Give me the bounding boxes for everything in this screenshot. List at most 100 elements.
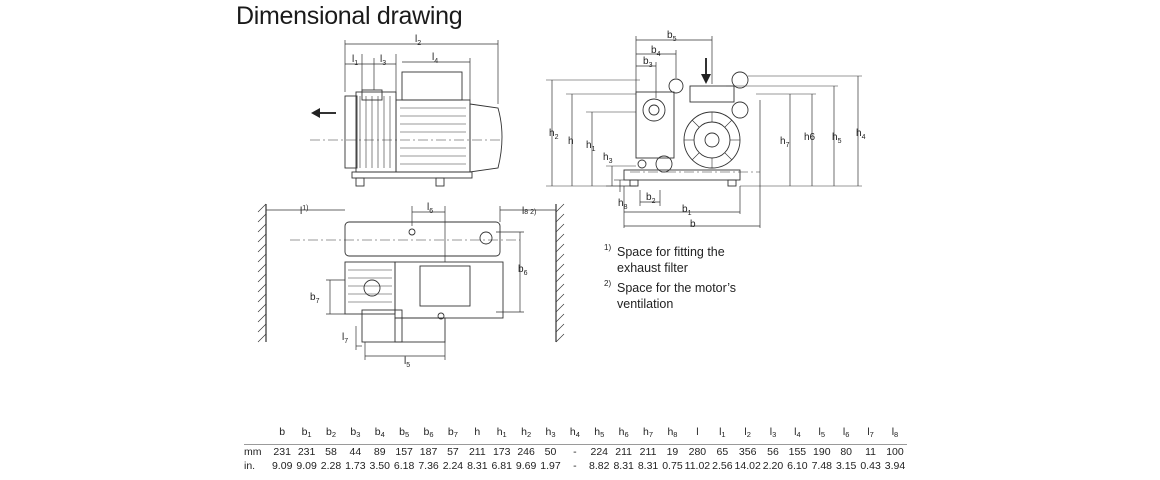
column-header: h3	[538, 420, 563, 445]
column-header: l6	[833, 420, 859, 445]
note-text: Space for the motor’s ventilation	[617, 281, 737, 311]
column-header: b2	[318, 420, 344, 445]
label-l2: l2	[415, 34, 421, 47]
column-header: h1	[489, 420, 514, 445]
column-header: l2	[734, 420, 761, 445]
table-cell: 211	[639, 446, 657, 458]
label-h8: h8	[618, 198, 628, 211]
page-title: Dimensional drawing	[236, 2, 463, 30]
note-text: Space for fitting the exhaust filter	[617, 245, 725, 275]
table-cell: -	[573, 446, 577, 458]
table-cell: 58	[325, 446, 337, 458]
table-cell: 11.02	[684, 460, 711, 472]
label-l7: l7	[342, 332, 348, 345]
table-cell: -	[573, 460, 577, 472]
label-l3: l3	[380, 54, 386, 67]
table-cell: 14.02	[734, 460, 761, 472]
label-b7: b7	[310, 292, 320, 305]
column-header: b1	[294, 420, 319, 445]
table-cell: 280	[688, 446, 707, 458]
column-header: l3	[760, 420, 786, 445]
table-cell: 155	[788, 446, 807, 458]
note-number: 1)	[604, 243, 612, 252]
column-header: l7	[858, 420, 883, 445]
label-b6: b6	[518, 264, 528, 277]
note-number: 2)	[604, 279, 612, 288]
table-cell: 11	[865, 446, 877, 458]
table-cell: 7.48	[811, 460, 832, 472]
top-view	[257, 203, 565, 360]
table-cell: 8.31	[467, 460, 488, 472]
table-cell: 231	[297, 446, 316, 458]
table-cell: 3.94	[884, 460, 906, 472]
table-cell: 9.09	[271, 460, 293, 472]
table-cell: 100	[886, 446, 904, 458]
table-cell: 8.31	[613, 460, 634, 472]
label-h: h	[568, 136, 574, 147]
label-b3: b3	[643, 56, 653, 69]
column-header: l4	[785, 420, 810, 445]
table-cell: 8.82	[589, 460, 610, 472]
column-header: b7	[440, 420, 466, 445]
note-exhaust-filter: 1) Space for fitting the exhaust filter	[604, 243, 767, 276]
table-cell: 0.43	[860, 460, 881, 472]
table-cell: 187	[419, 446, 438, 458]
dimension-labels: l2 l1 l3 l4 l1) l6 l8 2) b6 b7 l7 l5 b5 …	[300, 30, 866, 369]
column-header: h8	[660, 420, 685, 445]
table-cell: 9.09	[296, 460, 317, 472]
table-cell: 173	[492, 446, 511, 458]
table-cell: 0.75	[662, 460, 683, 472]
note-motor-ventilation: 2) Space for the motor’s ventilation	[604, 279, 767, 312]
column-header: h6	[611, 420, 636, 445]
label-l8: l8 2)	[522, 206, 536, 217]
label-h3: h3	[603, 152, 613, 165]
column-header: h2	[513, 420, 539, 445]
table-cell: 211	[615, 446, 633, 458]
table-cell: 6.10	[787, 460, 808, 472]
table-cell: 2.24	[442, 460, 464, 472]
table-cell: 50	[544, 446, 557, 458]
table-cell: 8.31	[637, 460, 659, 472]
label-b1: b1	[682, 204, 692, 217]
label-h4: h4	[856, 128, 866, 141]
label-h5: h5	[832, 132, 842, 145]
column-header: h4	[562, 420, 588, 445]
table-cell: 157	[395, 446, 413, 458]
table-cell: 3.15	[835, 460, 857, 472]
table-cell: 3.50	[369, 460, 390, 472]
column-header: b5	[391, 420, 417, 445]
table-cell: 65	[716, 446, 729, 458]
label-l-note1: l1)	[300, 205, 308, 217]
label-h7: h7	[780, 136, 790, 149]
table-cell: 6.81	[491, 460, 512, 472]
row-unit: in.	[244, 460, 256, 472]
column-header: b3	[343, 420, 368, 445]
label-h2: h2	[549, 128, 559, 141]
column-header: b4	[367, 420, 392, 445]
label-b5: b5	[667, 30, 677, 43]
table-cell: 1.73	[345, 460, 366, 472]
table-cell: 6.18	[393, 460, 415, 472]
label-l5: l5	[404, 356, 410, 369]
column-header: l5	[809, 420, 834, 445]
label-l1: l1	[352, 54, 358, 67]
front-view	[546, 36, 862, 228]
table-cell: 2.56	[712, 460, 733, 472]
table-cell: 1.97	[540, 460, 561, 472]
column-header: h7	[635, 420, 661, 445]
label-b2: b2	[646, 192, 656, 205]
table-cell: 246	[517, 446, 535, 458]
label-h1: h1	[586, 140, 596, 153]
column-header: l8	[882, 420, 908, 445]
table-cell: 57	[447, 446, 459, 458]
row-unit: mm	[244, 446, 262, 458]
table-cell: 19	[666, 446, 679, 458]
table-cell: 7.36	[418, 460, 439, 472]
table-cell: 9.69	[515, 460, 537, 472]
column-header: l1	[710, 420, 735, 445]
table-cell: 224	[590, 446, 609, 458]
label-h6: h6	[804, 132, 816, 143]
